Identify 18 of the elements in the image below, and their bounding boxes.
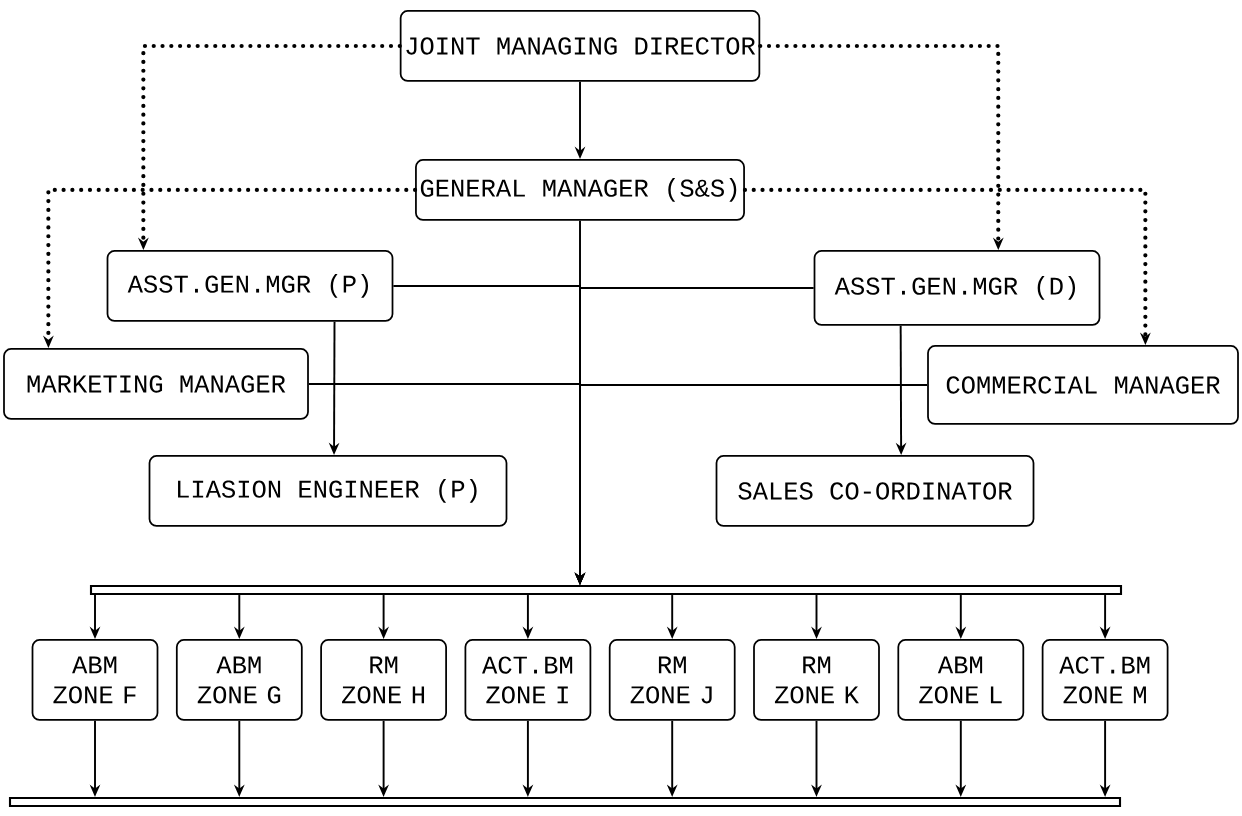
position-box: ASST.GEN.MGR (P) [106, 250, 394, 322]
zone-box: ABM ZONE L [897, 639, 1025, 721]
zone-box: ACT.BM ZONE I [464, 639, 592, 721]
connector-bar [89, 584, 1123, 596]
zone-box: RM ZONE K [753, 639, 880, 721]
position-box: SALES CO-ORDINATOR [715, 455, 1035, 527]
zone-box: ABM ZONE F [31, 639, 159, 721]
connector-bar [8, 796, 1122, 808]
position-box: ASST.GEN.MGR (D) [813, 250, 1101, 326]
position-box: MARKETING MANAGER [3, 348, 309, 420]
zone-box: ABM ZONE G [175, 639, 303, 721]
zone-box: RM ZONE H [320, 639, 447, 721]
zone-box: RM ZONE J [608, 639, 736, 721]
position-box: GENERAL MANAGER (S&S) [415, 159, 745, 221]
zone-box: ACT.BM ZONE M [1041, 639, 1169, 721]
position-box: JOINT MANAGING DIRECTOR [399, 10, 761, 82]
position-box: COMMERCIAL MANAGER [927, 345, 1239, 425]
position-box: LIASION ENGINEER (P) [148, 455, 508, 527]
